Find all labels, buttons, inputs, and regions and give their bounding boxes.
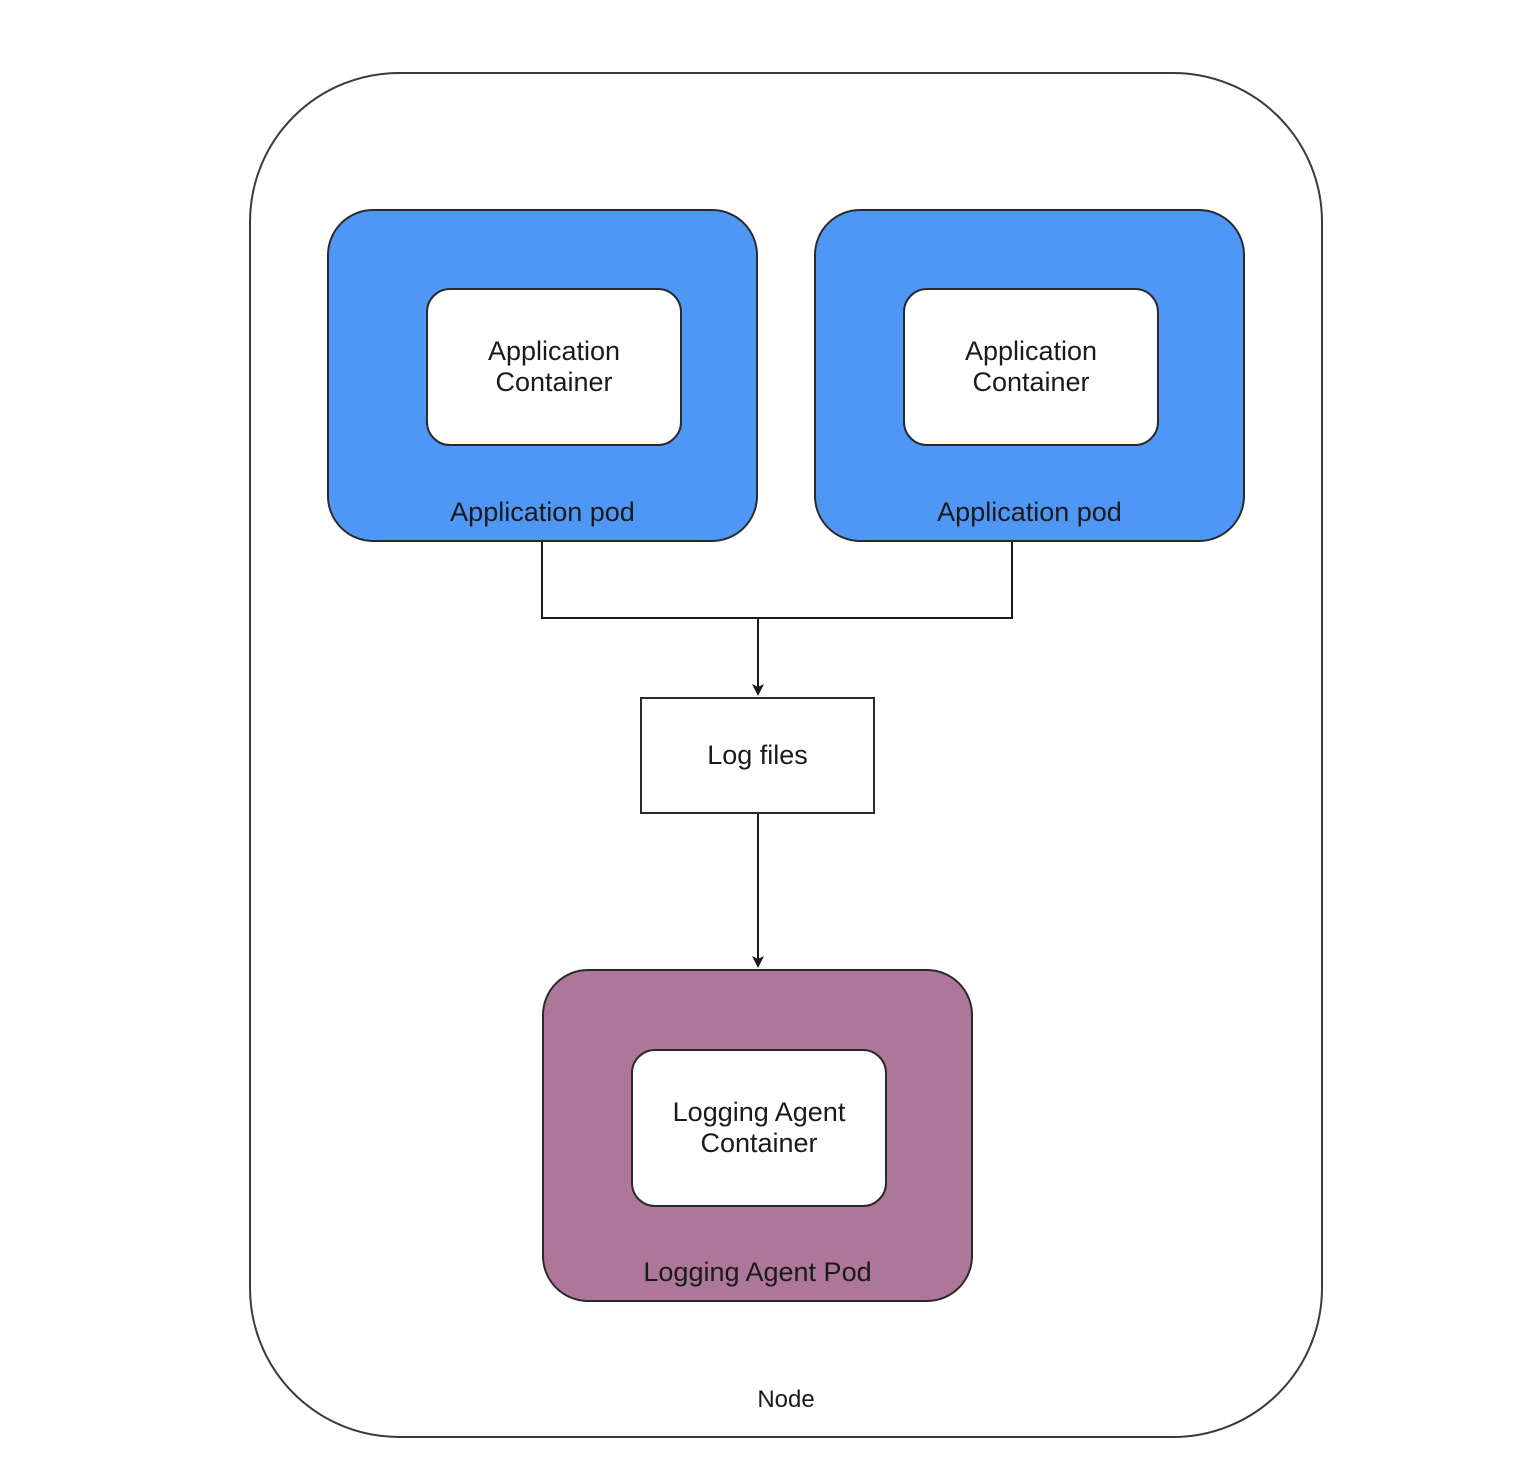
log-files-box: Log files <box>640 697 875 814</box>
application-pod-2-label: Application pod <box>937 497 1122 527</box>
application-container-1-line1: Application <box>487 336 621 366</box>
log-files-label: Log files <box>707 740 808 770</box>
node-label: Node <box>757 1386 815 1413</box>
logging-agent-container-line2: Container <box>700 1128 818 1158</box>
application-container-2-line2: Container <box>972 367 1090 397</box>
application-pod-2: Application Container Application pod <box>814 209 1245 542</box>
logging-agent-container: Logging Agent Container <box>631 1049 887 1207</box>
application-container-1: Application Container <box>426 288 682 446</box>
logging-agent-pod-label: Logging Agent Pod <box>643 1257 872 1287</box>
application-container-2: Application Container <box>903 288 1159 446</box>
application-pod-1-label: Application pod <box>450 497 635 527</box>
logging-agent-container-line1: Logging Agent <box>672 1097 846 1127</box>
application-pod-1: Application Container Application pod <box>327 209 758 542</box>
logging-agent-pod: Logging Agent Container Logging Agent Po… <box>542 969 973 1302</box>
application-container-1-line2: Container <box>495 367 613 397</box>
application-container-2-line1: Application <box>964 336 1098 366</box>
